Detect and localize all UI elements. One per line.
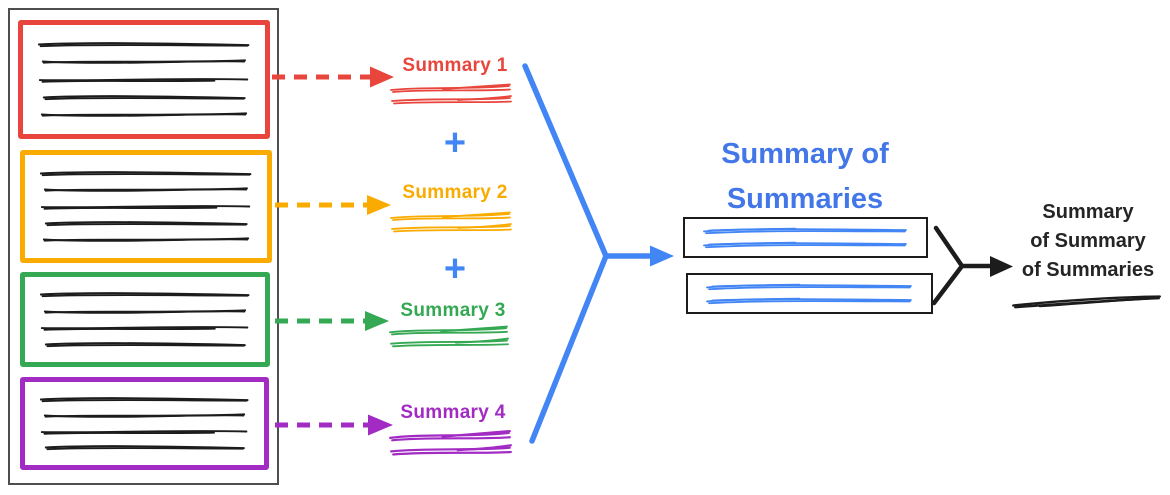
handwritten-text-line: [41, 59, 246, 65]
final-summary-title: Summary of Summary of Summaries: [1007, 198, 1169, 285]
document-section-4: [20, 377, 269, 470]
summary-4-scribble: [388, 429, 513, 456]
handwritten-text-line: [41, 430, 248, 435]
summary-of-summaries-title-line1: Summary of: [721, 138, 889, 170]
dashed-arrow-section1-to-summary1: [272, 66, 394, 88]
document-section-3: [20, 272, 270, 367]
black-merge-arrow: [931, 225, 1013, 306]
blue-text-scribble-line: [706, 297, 912, 305]
final-summary-title-line2: of Summary: [1030, 230, 1146, 252]
summary-3-scribble: [389, 325, 509, 348]
handwritten-text-line: [38, 41, 250, 47]
arrowhead-icon: [365, 311, 389, 331]
blue-text-scribble-line: [703, 241, 907, 249]
summary-1-label: Summary 1: [402, 55, 508, 76]
blue-text-scribble-line: [703, 227, 907, 235]
blue-text-scribble-line: [706, 283, 912, 291]
handwritten-text-line: [40, 112, 247, 118]
final-summary-scribble: [1011, 295, 1162, 309]
handwritten-text-line: [44, 445, 245, 451]
handwritten-text-line: [39, 397, 250, 403]
handwritten-text-line: [44, 220, 248, 226]
handwritten-text-line: [41, 326, 249, 331]
summary-of-summaries-title-line2: Summaries: [726, 183, 884, 215]
final-summary-title-line1: Summary: [1042, 201, 1134, 223]
handwritten-text-line: [40, 170, 252, 176]
document-section-1: [18, 20, 270, 139]
source-document-frame: [8, 8, 279, 485]
plus-sign-1: +: [443, 122, 467, 164]
summary-of-summaries-title: Summary of Summaries: [685, 132, 925, 222]
handwritten-text-line: [43, 187, 248, 193]
handwritten-text-line: [44, 341, 246, 347]
summary-4-label: Summary 4: [400, 402, 506, 423]
combined-summary-box-1: [683, 217, 928, 258]
document-section-2: [20, 150, 272, 263]
dashed-arrow-section4-to-summary4: [275, 414, 393, 436]
dashed-arrow-section3-to-summary3: [275, 311, 389, 331]
summary-3-label: Summary 3: [400, 300, 506, 321]
plus-sign-2: +: [443, 248, 467, 290]
dashed-arrow-section2-to-summary2: [275, 195, 391, 215]
handwritten-text-line: [40, 292, 250, 298]
handwritten-text-line: [42, 94, 246, 100]
arrowhead-icon: [650, 245, 674, 267]
final-summary-title-line3: of Summaries: [1021, 259, 1155, 281]
combined-summary-box-2: [686, 273, 933, 314]
handwritten-text-line: [43, 413, 245, 418]
summary-2-label: Summary 2: [402, 182, 508, 203]
handwritten-text-line: [42, 237, 249, 243]
handwritten-text-line: [39, 78, 249, 83]
blue-merge-arrow: [522, 63, 674, 444]
handwritten-text-line: [43, 309, 246, 314]
summary-2-scribble: [390, 211, 512, 233]
summary-1-scribble: [390, 83, 512, 105]
handwritten-text-line: [41, 205, 251, 210]
